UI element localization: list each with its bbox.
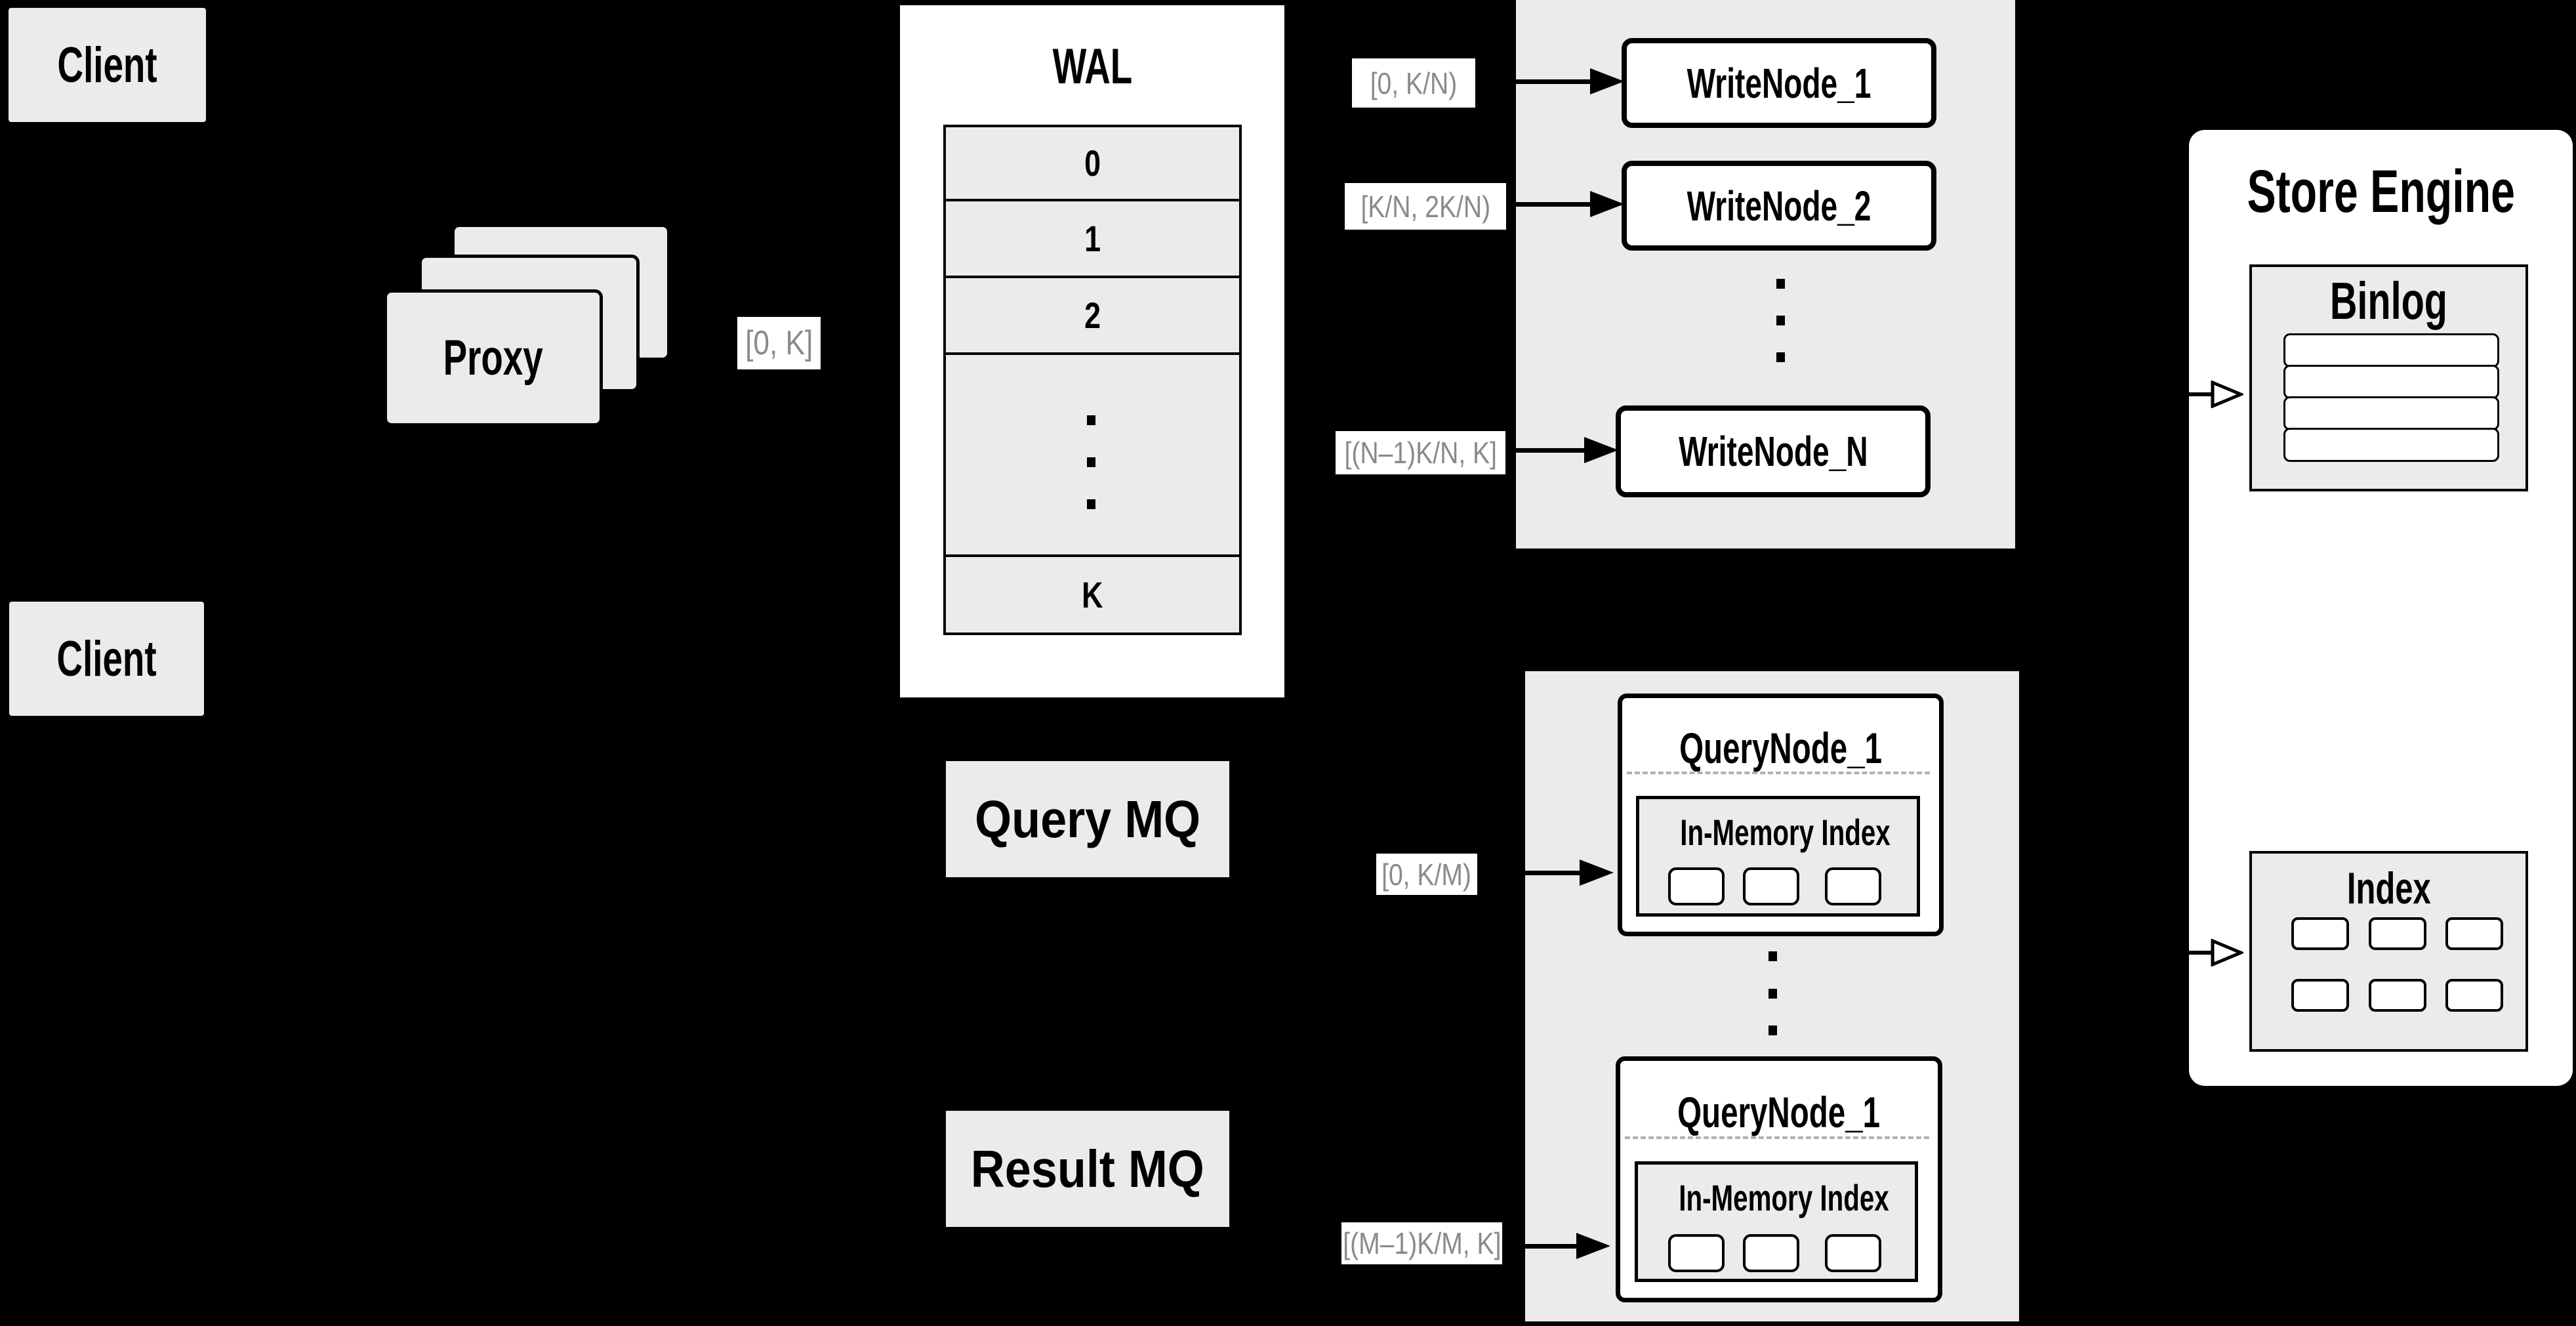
memory-segment-cell (1668, 867, 1725, 905)
ellipsis-dot (1776, 316, 1785, 325)
ellipsis-dot (1087, 457, 1095, 467)
query-mq-box: Query MQ (946, 761, 1229, 877)
arrow-line-to-index (2189, 951, 2213, 955)
writenode-2-box: WriteNode_2 (1622, 161, 1936, 251)
range-chip-querynode-m: [(M–1)K/M, K] (1341, 1222, 1502, 1264)
index-title: Index (2346, 863, 2431, 913)
index-cell (2291, 917, 2349, 950)
range-chip-writenode-n: [(N–1)K/N, K] (1336, 431, 1505, 474)
range-chip-writenode-2-text: [K/N, 2K/N) (1360, 189, 1490, 224)
client-top-box: Client (6, 5, 209, 125)
range-chip-writenode-n-text: [(N–1)K/N, K] (1344, 436, 1497, 470)
index-box: Index (2249, 851, 2528, 1052)
memory-segment-cell (1825, 1234, 1881, 1272)
binlog-row (2283, 428, 2499, 462)
range-chip-writenode-1-text: [0, K/N) (1370, 66, 1458, 100)
querynode-top-title: QueryNode_1 (1679, 724, 1882, 772)
query-mq-label: Query MQ (974, 789, 1201, 848)
ellipsis-dot (1768, 1026, 1777, 1035)
ellipsis-dot (1087, 499, 1095, 509)
store-engine-title: Store Engine (2247, 158, 2515, 225)
wal-segment-1: 1 (943, 199, 1242, 278)
index-cell (2445, 979, 2503, 1012)
wal-segment-k: K (943, 554, 1242, 635)
client-top-label: Client (57, 37, 157, 93)
range-chip-querynode-1-text: [0, K/M) (1381, 857, 1472, 892)
arrowhead-to-querynode-top (1580, 860, 1614, 886)
arrow-line-to-writenode-1 (1475, 79, 1592, 84)
index-cell (2445, 917, 2503, 950)
arrow-line-to-writenode-2 (1506, 202, 1592, 207)
binlog-row (2283, 396, 2499, 430)
memory-segment-cell (1668, 1234, 1725, 1272)
binlog-title: Binlog (2329, 272, 2448, 330)
ellipsis-dot (1776, 279, 1785, 289)
querynode-bottom-divider (1625, 1136, 1929, 1139)
wal-segment-ellipsis (943, 352, 1242, 557)
ellipsis-dot (1087, 415, 1095, 425)
arrow-line-to-querynode-top (1477, 871, 1582, 875)
range-chip-writenode-1: [0, K/N) (1352, 58, 1475, 108)
memory-segment-cell (1743, 867, 1799, 905)
wal-title: WAL (1052, 39, 1132, 94)
arrowhead-to-binlog (2211, 381, 2243, 408)
ellipsis-dot (1768, 989, 1777, 999)
arrowhead-to-writenode-1 (1590, 68, 1624, 94)
arrow-line-to-binlog (2189, 392, 2213, 396)
result-mq-box: Result MQ (946, 1111, 1229, 1227)
index-cell (2369, 979, 2426, 1012)
index-cell (2369, 917, 2426, 950)
writenode-n-label: WriteNode_N (1678, 428, 1868, 475)
arrowhead-to-index (2211, 939, 2243, 966)
arrowhead-to-writenode-2 (1590, 191, 1624, 217)
binlog-row (2283, 365, 2499, 399)
ellipsis-dot (1768, 951, 1777, 961)
arrow-line-to-writenode-n (1505, 448, 1586, 453)
range-chip-proxy-out: [0, K] (737, 317, 821, 369)
proxy-label: Proxy (443, 330, 544, 386)
binlog-row (2283, 333, 2499, 367)
memory-segment-cell (1825, 867, 1881, 905)
client-bottom-box: Client (7, 599, 207, 718)
client-bottom-label: Client (56, 631, 157, 687)
arrowhead-to-writenode-n (1584, 437, 1618, 463)
ellipsis-dot (1776, 352, 1785, 362)
range-chip-writenode-2: [K/N, 2K/N) (1345, 183, 1506, 230)
writenode-n-box: WriteNode_N (1616, 405, 1931, 497)
querynode-top-memory-index-title: In-Memory Index (1680, 812, 1891, 853)
querynode-bottom-title: QueryNode_1 (1677, 1088, 1881, 1136)
querynode-bottom-memory-index-title: In-Memory Index (1679, 1177, 1889, 1218)
arrowhead-to-querynode-bottom (1576, 1233, 1610, 1259)
result-mq-label: Result MQ (970, 1139, 1205, 1198)
range-chip-querynode-m-text: [(M–1)K/M, K] (1342, 1226, 1502, 1260)
wal-segment-2: 2 (943, 276, 1242, 355)
proxy-box-front: Proxy (384, 289, 603, 426)
memory-segment-cell (1743, 1234, 1799, 1272)
range-chip-proxy-out-text: [0, K] (745, 324, 813, 362)
arrow-line-to-querynode-bottom (1502, 1244, 1578, 1249)
wal-segment-0: 0 (943, 125, 1242, 201)
querynode-top-divider (1627, 772, 1930, 774)
writenode-2-label: WriteNode_2 (1687, 182, 1871, 230)
writenode-1-label: WriteNode_1 (1687, 59, 1871, 107)
range-chip-querynode-1: [0, K/M) (1376, 854, 1477, 895)
index-cell (2291, 979, 2349, 1012)
writenode-1-box: WriteNode_1 (1622, 38, 1936, 128)
